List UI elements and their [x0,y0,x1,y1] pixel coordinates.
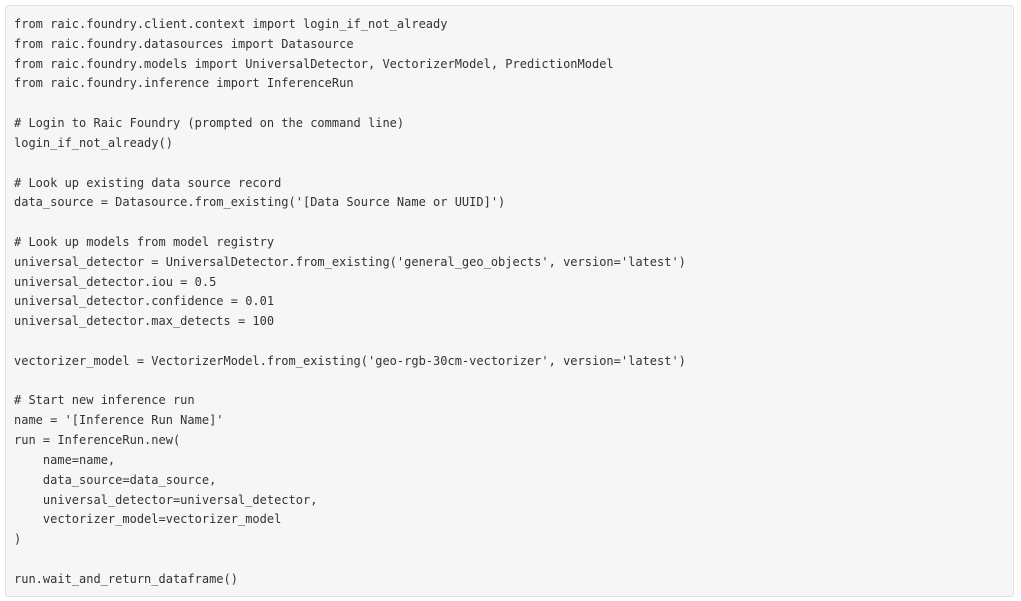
code-line [14,550,1005,570]
code-line: universal_detector.iou = 0.5 [14,274,217,289]
code-line: vectorizer_model = VectorizerModel.from_… [14,353,686,368]
code-line: # Look up existing data source record [14,175,282,190]
code-line: from raic.foundry.datasources import Dat… [14,36,354,51]
code-line: run.wait_and_return_dataframe() [14,571,238,586]
code-line: data_source=data_source, [14,472,217,487]
code-line: # Login to Raic Foundry (prompted on the… [14,116,405,131]
code-line: universal_detector.confidence = 0.01 [14,294,275,309]
code-line: from raic.foundry.client.context import … [14,17,448,31]
code-line: universal_detector=universal_detector, [14,492,318,507]
code-line [14,213,1005,233]
code-line [14,332,1005,352]
code-block: from raic.foundry.client.context import … [5,5,1014,597]
code-line: ) [14,532,22,547]
code-line: login_if_not_already() [14,135,173,150]
code-line: universal_detector.max_detects = 100 [14,314,275,329]
code-line: name=name, [14,452,116,467]
code-line: # Look up models from model registry [14,234,275,249]
code-line: from raic.foundry.inference import Infer… [14,76,354,91]
code-line: data_source = Datasource.from_existing('… [14,195,506,210]
code-line: universal_detector = UniversalDetector.f… [14,254,686,269]
code-line [14,154,1005,174]
code-line: from raic.foundry.models import Universa… [14,56,614,71]
code-line [14,94,1005,114]
code-line: # Start new inference run [14,393,195,408]
code-line [14,372,1005,392]
code-line: run = InferenceRun.new( [14,433,181,448]
code-line: name = '[Inference Run Name]' [14,413,224,428]
code-line: vectorizer_model=vectorizer_model [14,512,282,527]
